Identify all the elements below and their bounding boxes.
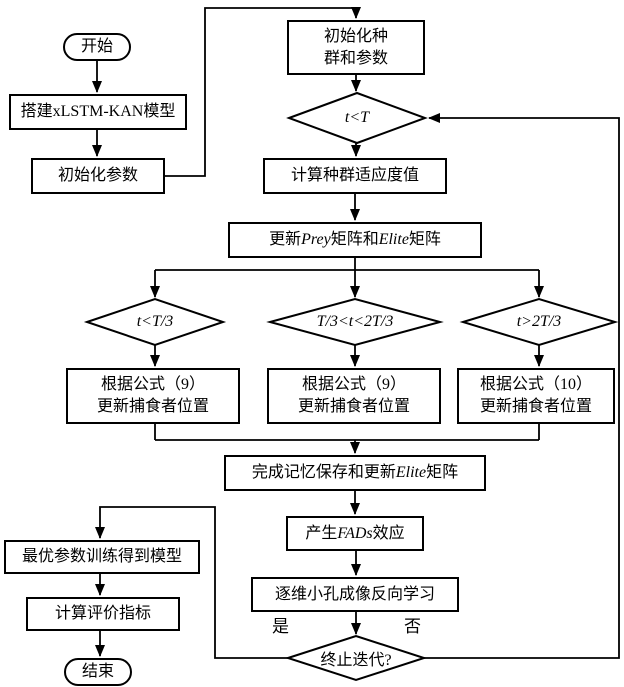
- formula-left-line2: 更新捕食者位置: [96, 398, 209, 415]
- node-fitness: 计算种群适应度值: [263, 158, 447, 194]
- memory-text-1: 完成记忆保存和更新: [251, 464, 396, 482]
- memory-var-elite: Elite: [395, 464, 427, 482]
- condition-phase3: t>2T/3: [516, 313, 562, 330]
- update-prey-text-2: 矩阵和: [330, 231, 379, 249]
- formula-mid-line2: 更新捕食者位置: [297, 398, 410, 415]
- build-model-label: 搭建xLSTM-KAN模型: [20, 103, 176, 121]
- memory-text-2: 矩阵: [426, 464, 459, 482]
- fitness-label: 计算种群适应度值: [290, 167, 419, 185]
- update-prey-text-1: 更新: [269, 231, 302, 249]
- condition-t-lt-T: t<T: [344, 109, 370, 126]
- diamond-shape-phase1: [83, 297, 227, 347]
- node-metrics: 计算评价指标: [26, 597, 180, 631]
- condition-terminate: 终止迭代?: [320, 652, 392, 669]
- node-init-population: 初始化种 群和参数: [287, 20, 425, 75]
- end-label: 结束: [81, 663, 114, 681]
- node-formula-right: 根据公式（10） 更新捕食者位置: [457, 368, 615, 424]
- node-mirror-learning: 逐维小孔成像反向学习: [251, 577, 459, 612]
- node-start: 开始: [63, 33, 131, 61]
- diamond-shape-phase2: [266, 297, 444, 347]
- condition-phase2: T/3<t<2T/3: [316, 313, 394, 330]
- formula-left-line1: 根据公式（9）: [100, 376, 205, 394]
- fads-text-1: 产生: [305, 524, 338, 542]
- init-params-label: 初始化参数: [57, 167, 138, 185]
- fads-text-2: 效应: [372, 524, 405, 542]
- edge-initparams-to-initpop: [165, 7, 361, 177]
- best-params-label: 最优参数训练得到模型: [21, 548, 182, 566]
- edge-label-yes: 是: [272, 617, 289, 636]
- diamond-shape-phase3: [459, 297, 619, 347]
- init-population-line2: 群和参数: [323, 49, 388, 67]
- node-best-params: 最优参数训练得到模型: [4, 540, 200, 574]
- fads-var: FADs: [337, 524, 373, 542]
- formula-right-line1: 根据公式（10）: [479, 376, 592, 394]
- node-end: 结束: [64, 658, 132, 686]
- node-formula-mid: 根据公式（9） 更新捕食者位置: [267, 368, 441, 424]
- node-build-model: 搭建xLSTM-KAN模型: [9, 94, 187, 130]
- node-init-params: 初始化参数: [31, 158, 165, 194]
- mirror-learning-label: 逐维小孔成像反向学习: [274, 585, 435, 603]
- edge-label-no: 否: [404, 617, 421, 636]
- diamond-shape-t-lt-T: [286, 91, 428, 145]
- edge-no-loop: [424, 113, 620, 659]
- update-prey-text-3: 矩阵: [408, 231, 441, 249]
- formula-mid-line1: 根据公式（9）: [301, 376, 406, 394]
- metrics-label: 计算评价指标: [54, 605, 151, 623]
- update-prey-var-elite: Elite: [378, 231, 409, 249]
- condition-phase1: t<T/3: [136, 313, 174, 330]
- update-prey-var-prey: Prey: [301, 231, 331, 249]
- init-population-line1: 初始化种: [323, 27, 388, 45]
- connector-lines: [92, 7, 620, 659]
- edge-yes-branch: [95, 506, 288, 659]
- node-formula-left: 根据公式（9） 更新捕食者位置: [66, 368, 240, 424]
- decision-diamonds: [83, 91, 619, 682]
- formula-right-line2: 更新捕食者位置: [479, 398, 592, 415]
- start-label: 开始: [80, 38, 113, 56]
- diamond-shape-terminate: [284, 634, 428, 682]
